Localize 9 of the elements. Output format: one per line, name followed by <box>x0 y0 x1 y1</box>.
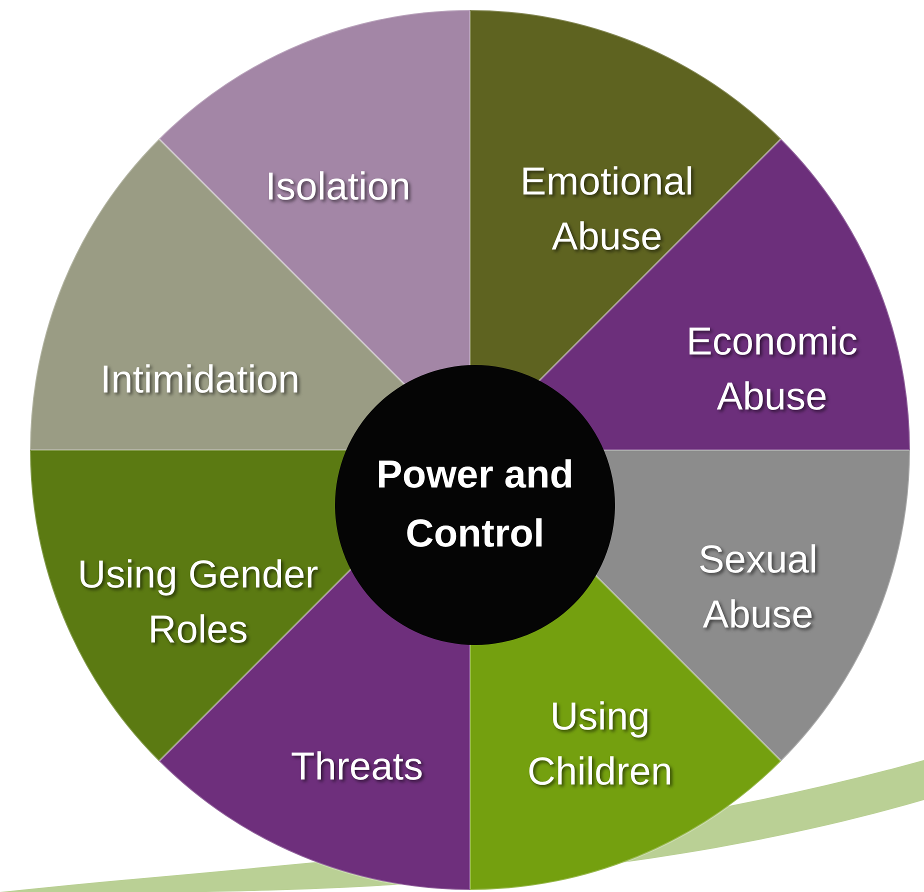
segment-label: Using Children <box>526 694 674 795</box>
segment-label: Isolation <box>264 164 412 211</box>
segment-label: Economic Abuse <box>685 319 859 420</box>
segment-label: Sexual Abuse <box>697 537 819 638</box>
center-label: Power and Control <box>375 452 575 557</box>
segment-label: Threats <box>290 744 424 791</box>
segment-label: Emotional Abuse <box>519 159 695 260</box>
segment-label: Using Gender Roles <box>76 552 320 653</box>
segment-label: Intimidation <box>99 358 301 404</box>
